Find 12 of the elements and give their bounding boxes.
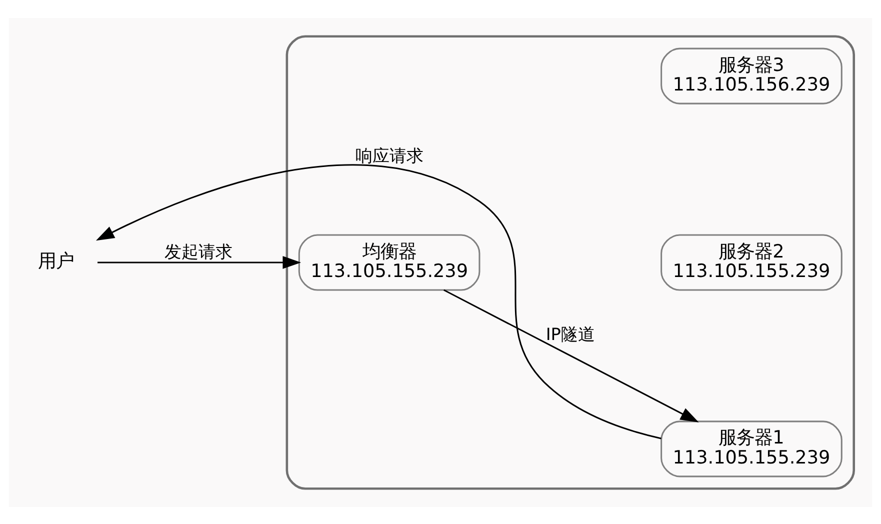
cluster (286, 34, 855, 490)
node-box: 服务器2 113.105.155.239 (660, 234, 842, 290)
edge-label: IP隧道 (546, 324, 595, 344)
arrow (96, 164, 662, 439)
edge-label: 响应请求 (355, 144, 424, 165)
arrow (98, 256, 302, 268)
node-box: 服务器1 113.105.155.239 (660, 420, 842, 477)
node-text: 用户 (38, 250, 74, 272)
node-box: 服务器3 113.105.156.239 (660, 47, 842, 104)
arrow (443, 288, 699, 422)
edge-label: 发起请求 (164, 241, 232, 262)
node-box: 均衡器 113.105.155.239 (298, 234, 480, 290)
